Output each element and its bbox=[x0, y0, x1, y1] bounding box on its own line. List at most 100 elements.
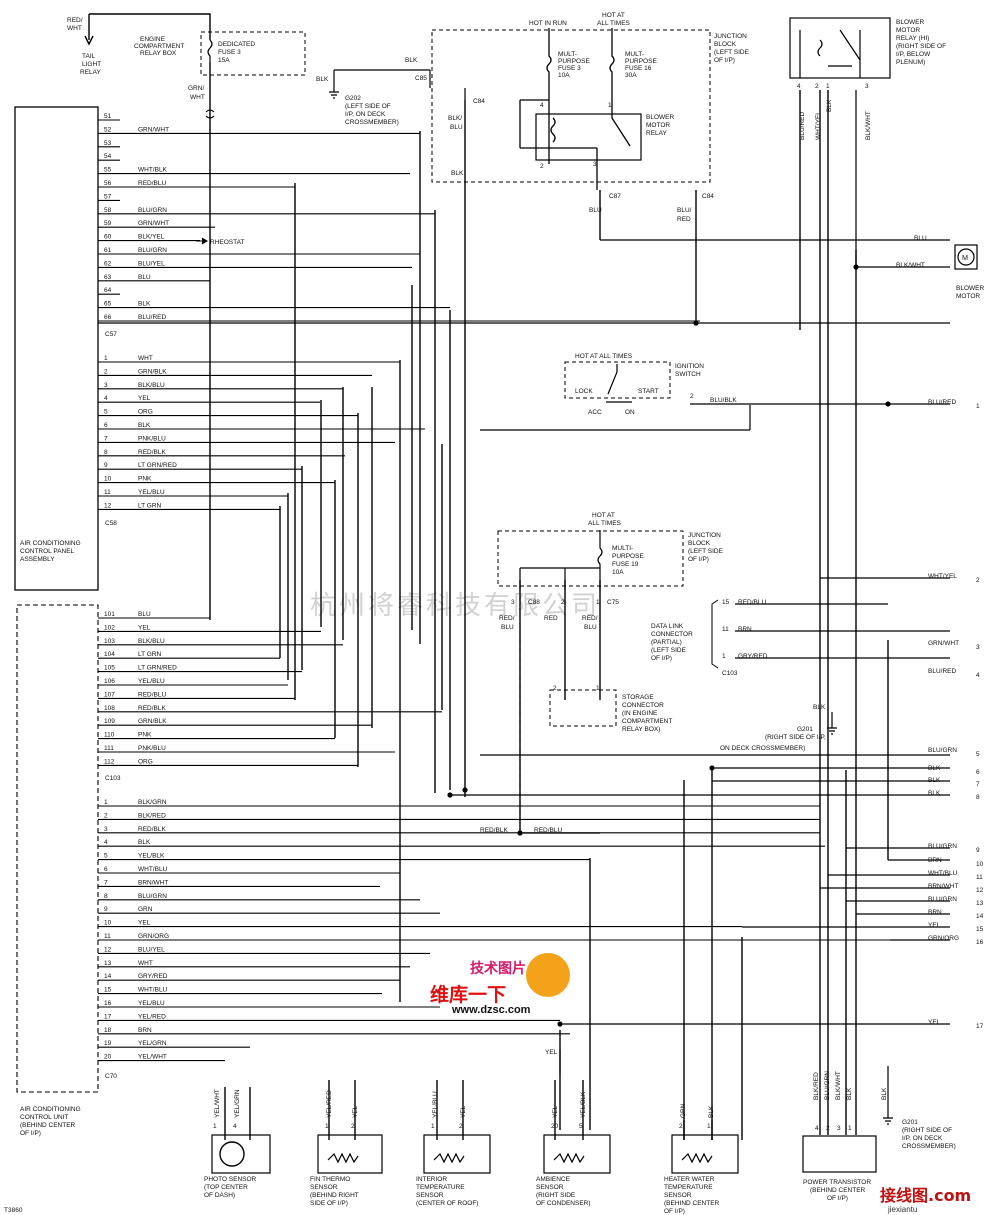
brand-bottom: 接线图.com bbox=[880, 1186, 971, 1205]
dlc-pin-15: 15 bbox=[722, 599, 730, 606]
sensor-label: PHOTO SENSOR bbox=[204, 1176, 257, 1183]
hi-wire-blk-wht: BLK/WHT bbox=[865, 111, 872, 140]
pin-number: 51 bbox=[104, 113, 112, 120]
transistor-pin: 4 bbox=[815, 1125, 819, 1132]
pin-wire-color: YEL/RED bbox=[138, 1013, 166, 1020]
hot-at-all-1: HOT AT bbox=[602, 12, 625, 19]
g201-mid-blk: BLK bbox=[813, 704, 826, 711]
sensor-label: SENSOR bbox=[310, 1184, 338, 1191]
rheostat-label: RHEOSTAT bbox=[210, 239, 244, 246]
pin-number: 12 bbox=[104, 946, 112, 953]
j19-fuse-4: 10A bbox=[612, 569, 624, 576]
right-wire-number: 6 bbox=[976, 769, 980, 776]
sensor-label: SENSOR bbox=[536, 1184, 564, 1191]
ignition-switch-box bbox=[564, 361, 671, 399]
pin-wire-color: WHT/BLU bbox=[138, 987, 168, 994]
g202-1: G202 bbox=[345, 95, 361, 102]
sensor-label: OF CONDENSER) bbox=[536, 1200, 591, 1207]
pin-wire-color: BLU/GRN bbox=[138, 893, 167, 900]
pin-number: 19 bbox=[104, 1040, 112, 1047]
pin-wire-color: LT GRN/RED bbox=[138, 462, 177, 469]
pin-number: 102 bbox=[104, 624, 115, 631]
pin-wire-color: RED/BLU bbox=[138, 691, 166, 698]
pin-number: 54 bbox=[104, 153, 112, 160]
sensor-label: TEMPERATURE bbox=[416, 1184, 465, 1191]
right-wire-number: 12 bbox=[976, 887, 984, 894]
pin-number: 2 bbox=[104, 812, 108, 819]
ign-start: START bbox=[638, 388, 659, 395]
pin-number: 8 bbox=[104, 449, 108, 456]
blu-label: BLU bbox=[589, 207, 602, 214]
pin-wire-color: PNK/BLU bbox=[138, 435, 166, 442]
sensor-pin: 2 bbox=[459, 1123, 463, 1130]
pin-4-label: 4 bbox=[540, 102, 544, 109]
pin-wire-color: GRN/BLK bbox=[138, 718, 167, 725]
pin-number: 9 bbox=[104, 906, 108, 913]
pin-number: 110 bbox=[104, 732, 115, 739]
sensor-wire: GRN bbox=[680, 1103, 687, 1118]
sensor-label: (TOP CENTER bbox=[204, 1184, 248, 1191]
ign-lock: LOCK bbox=[575, 388, 593, 395]
sensor-box bbox=[211, 1134, 271, 1174]
pin-wire-color: YEL/WHT bbox=[138, 1054, 167, 1061]
motor-label-1: BLOWER bbox=[956, 285, 984, 292]
transistor-pin: 3 bbox=[837, 1125, 841, 1132]
j19-hot-2: ALL TIMES bbox=[588, 520, 622, 527]
pin-number: 59 bbox=[104, 220, 112, 227]
fuse-pair-icon bbox=[546, 28, 615, 100]
sensor-wire: YEL bbox=[352, 1105, 359, 1118]
sensor-label: (BEHIND RIGHT bbox=[310, 1192, 359, 1199]
control-panel-label-2: CONTROL PANEL bbox=[20, 548, 75, 555]
dlc-c103: C103 bbox=[722, 670, 738, 677]
j19-w2: RED bbox=[544, 615, 558, 622]
c84-label-b: C84 bbox=[702, 193, 714, 200]
pin-number: 2 bbox=[104, 368, 108, 375]
ign-wire: BLU/BLK bbox=[710, 397, 737, 404]
pin-number: 5 bbox=[104, 853, 108, 860]
pin-number: 104 bbox=[104, 651, 115, 658]
tail-wire-1: RED/ bbox=[67, 17, 83, 24]
g201-mid-2: (RIGHT SIDE OF I/P, bbox=[765, 734, 826, 741]
j19-pin-1: 1 bbox=[596, 599, 600, 606]
pin-wire-color: YEL/BLU bbox=[138, 678, 165, 685]
blower-relay-1: BLOWER bbox=[646, 114, 674, 121]
hi-wire-blk: BLK bbox=[826, 99, 833, 112]
ign-on: ON bbox=[625, 409, 635, 416]
pin-wire-color: GRN bbox=[138, 906, 153, 913]
g201-bottom-blk: BLK bbox=[881, 1087, 888, 1100]
pin-number: 18 bbox=[104, 1027, 112, 1034]
logo-url: www.dzsc.com bbox=[451, 1004, 531, 1016]
pin-number: 8 bbox=[104, 893, 108, 900]
blower-relay-box bbox=[535, 113, 642, 161]
pin-wire-color: GRN/ORG bbox=[138, 933, 169, 940]
pin-number: 1 bbox=[104, 799, 108, 806]
pin-wire-color: BRN/WHT bbox=[138, 879, 168, 886]
pin-number: 7 bbox=[104, 879, 108, 886]
pin-number: 61 bbox=[104, 247, 112, 254]
logo-badge: 技术图片 bbox=[470, 960, 526, 977]
pin-number: 55 bbox=[104, 167, 112, 174]
right-wire-color: YEL bbox=[928, 1019, 941, 1026]
hi-relay-4: (RIGHT SIDE OF bbox=[896, 43, 946, 50]
figure-id: T3860 bbox=[4, 1207, 23, 1214]
control-panel-label-3: ASSEMBLY bbox=[20, 556, 55, 563]
dlc-5: OF I/P) bbox=[651, 655, 672, 662]
tail-wire-2: WHT bbox=[67, 25, 82, 32]
hi-wire-wht-yel: WHT/YEL bbox=[815, 111, 822, 140]
right-wire-number: 4 bbox=[976, 672, 980, 679]
j19-w1a: RED/ bbox=[499, 615, 515, 622]
thermistor-icon bbox=[433, 1152, 465, 1164]
pin-number: 52 bbox=[104, 126, 112, 133]
pin-wire-color: GRY/RED bbox=[138, 973, 168, 980]
transistor-wire: BLK bbox=[846, 1087, 853, 1100]
j19-junction-3: (LEFT SIDE bbox=[688, 548, 724, 555]
pin-number: 12 bbox=[104, 502, 112, 509]
pin-number: 9 bbox=[104, 462, 108, 469]
sensor-wire: YEL/BLK bbox=[580, 1091, 587, 1118]
right-wire-color: WHT/YEL bbox=[928, 573, 957, 580]
g201-b-1: G201 bbox=[902, 1119, 918, 1126]
tail-relay-3: RELAY bbox=[80, 69, 101, 76]
sensor-pin: 1 bbox=[213, 1123, 217, 1130]
pt-label-1: POWER TRANSISTOR bbox=[803, 1179, 871, 1186]
